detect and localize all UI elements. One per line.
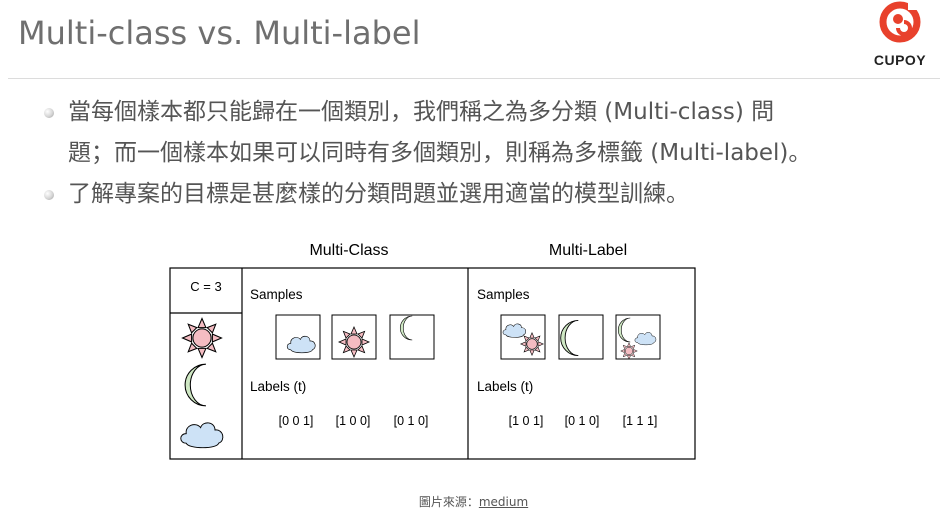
cloud-icon [502, 323, 527, 338]
class-count-label: C = 3 [190, 279, 221, 294]
sample-label: [0 1 0] [565, 414, 600, 428]
caption-source-link[interactable]: medium [478, 495, 529, 509]
caption-prefix: 圖片來源： [418, 495, 479, 509]
cloud-icon [180, 422, 224, 449]
moon-icon [617, 317, 631, 343]
page-title: Multi-class vs. Multi-label [18, 14, 421, 52]
multi-class-heading: Multi-Class [309, 242, 388, 259]
labels-label: Labels (t) [477, 379, 533, 394]
sample-label: [1 0 0] [336, 414, 371, 428]
cloud-icon [634, 332, 657, 346]
samples-label: Samples [477, 287, 530, 302]
logo-mark-icon [879, 1, 921, 43]
moon-icon [184, 363, 207, 407]
figure-caption: 圖片來源：medium [0, 493, 947, 510]
sample-label: [1 0 1] [509, 414, 544, 428]
multi-label-heading: Multi-Label [549, 242, 627, 259]
bullet-item: 當每個樣本都只能歸在一個類別，我們稱之為多分類 (Multi-class) 問 … [44, 92, 924, 174]
samples-label: Samples [250, 287, 303, 302]
moon-icon [560, 319, 579, 357]
logo-text: CUPOY [873, 52, 927, 68]
sample-label: [1 1 1] [623, 414, 658, 428]
moon-icon [399, 315, 413, 341]
sun-icon [620, 342, 638, 360]
bullet-item: 了解專案的目標是甚麼樣的分類問題並選用適當的模型訓練。 [44, 174, 924, 215]
bullet-line: 題；而一個樣本如果可以同時有多個類別，則稱為多標籤 (Multi-label)。 [68, 140, 812, 166]
cloud-icon [286, 335, 316, 354]
bullet-list: 當每個樣本都只能歸在一個類別，我們稱之為多分類 (Multi-class) 問 … [44, 92, 924, 215]
bullet-dot-icon [44, 108, 54, 118]
sun-icon [520, 332, 544, 356]
sample-label: [0 0 1] [279, 414, 314, 428]
sample-label: [0 1 0] [394, 414, 429, 428]
bullet-dot-icon [44, 190, 54, 200]
bullet-line: 當每個樣本都只能歸在一個類別，我們稱之為多分類 (Multi-class) 問 [68, 99, 775, 125]
cupoy-logo: CUPOY [864, 0, 936, 70]
title-divider [8, 78, 940, 79]
labels-label: Labels (t) [250, 379, 306, 394]
diagram-frame [169, 267, 696, 460]
multiclass-multilabel-diagram: Multi-Class Multi-Label C = 3 Samples La… [168, 238, 698, 462]
sun-icon [338, 326, 370, 358]
bullet-line: 了解專案的目標是甚麼樣的分類問題並選用適當的模型訓練。 [68, 181, 689, 207]
sun-icon [181, 317, 223, 359]
